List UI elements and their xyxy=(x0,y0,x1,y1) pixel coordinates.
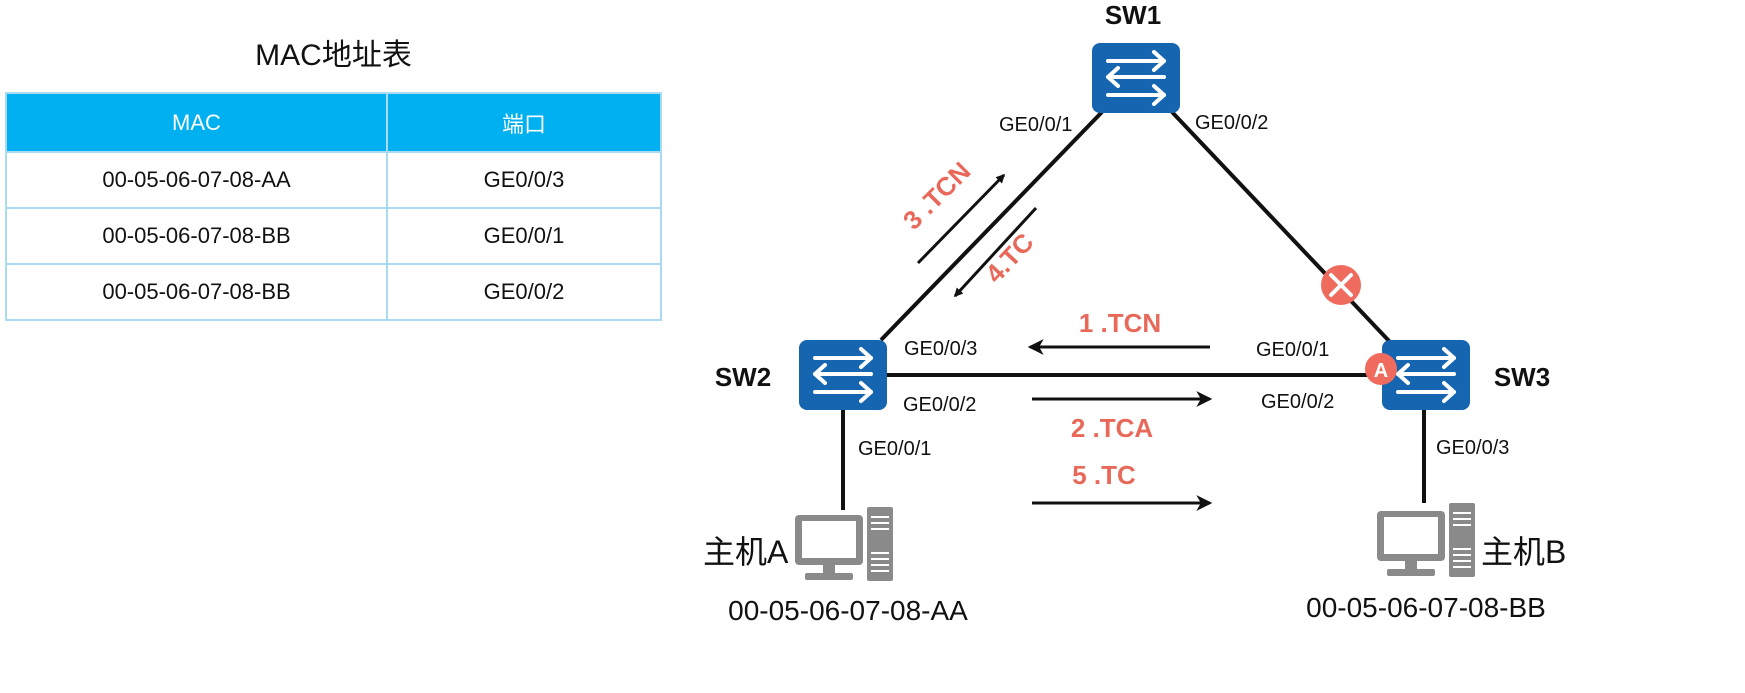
switch-label-sw1: SW1 xyxy=(1105,0,1161,30)
port-label-sw3-ge3: GE0/0/3 xyxy=(1436,437,1509,459)
host-a-mac: 00-05-06-07-08-AA xyxy=(728,595,968,626)
port-label-sw1-ge1: GE0/0/1 xyxy=(999,114,1072,136)
switch-icon xyxy=(797,338,889,412)
column-header-port: 端口 xyxy=(386,92,662,153)
table-cell-mac: 00-05-06-07-08-AA xyxy=(5,151,388,209)
table-row: 00-05-06-07-08-BB GE0/0/2 xyxy=(5,263,662,321)
port-badge: A xyxy=(1365,353,1397,385)
port-label-sw2-ge1: GE0/0/1 xyxy=(858,438,931,460)
switch-label-sw2: SW2 xyxy=(715,362,771,392)
blocked-port-icon xyxy=(1321,265,1361,305)
computer-icon xyxy=(1376,502,1476,578)
message-label-5: 5 .TC xyxy=(1072,460,1136,490)
port-label-sw1-ge2: GE0/0/2 xyxy=(1195,112,1268,134)
message-label-1: 1 .TCN xyxy=(1079,308,1161,338)
message-label-2: 2 .TCA xyxy=(1071,413,1154,443)
table-cell-port: GE0/0/1 xyxy=(386,207,662,265)
table-cell-port: GE0/0/3 xyxy=(386,151,662,209)
switch-icon xyxy=(1090,41,1182,115)
table-row: 00-05-06-07-08-AA GE0/0/3 xyxy=(5,151,662,209)
host-a-name: 主机A xyxy=(703,534,789,570)
computer-icon xyxy=(794,506,894,582)
port-label-sw3-ge2: GE0/0/2 xyxy=(1261,391,1334,413)
arrow-msg-4-tc xyxy=(953,206,1038,298)
arrow-msg-3-tcn xyxy=(916,173,1006,265)
host-b-name: 主机B xyxy=(1481,534,1566,570)
link-sw1-sw3 xyxy=(1170,110,1392,344)
svg-text:A: A xyxy=(1374,360,1388,382)
port-label-sw3-ge1: GE0/0/1 xyxy=(1256,339,1329,361)
table-row: 00-05-06-07-08-BB GE0/0/1 xyxy=(5,207,662,265)
switch-label-sw3: SW3 xyxy=(1494,362,1550,392)
column-header-mac: MAC xyxy=(5,92,388,153)
table-header-row: MAC 端口 xyxy=(5,92,662,153)
table-cell-port: GE0/0/2 xyxy=(386,263,662,321)
host-b-mac: 00-05-06-07-08-BB xyxy=(1306,592,1546,623)
table-cell-mac: 00-05-06-07-08-BB xyxy=(5,207,388,265)
port-label-sw2-ge2: GE0/0/2 xyxy=(903,394,976,416)
message-label-4: 4.TC xyxy=(979,227,1040,289)
mac-table-title: MAC地址表 xyxy=(255,39,412,72)
port-label-sw2-ge3: GE0/0/3 xyxy=(904,338,977,360)
message-label-3: 3 .TCN xyxy=(897,156,976,235)
mac-address-table: MAC 端口 00-05-06-07-08-AA GE0/0/3 00-05-0… xyxy=(5,92,662,321)
table-cell-mac: 00-05-06-07-08-BB xyxy=(5,263,388,321)
link-sw1-sw2 xyxy=(879,110,1104,342)
